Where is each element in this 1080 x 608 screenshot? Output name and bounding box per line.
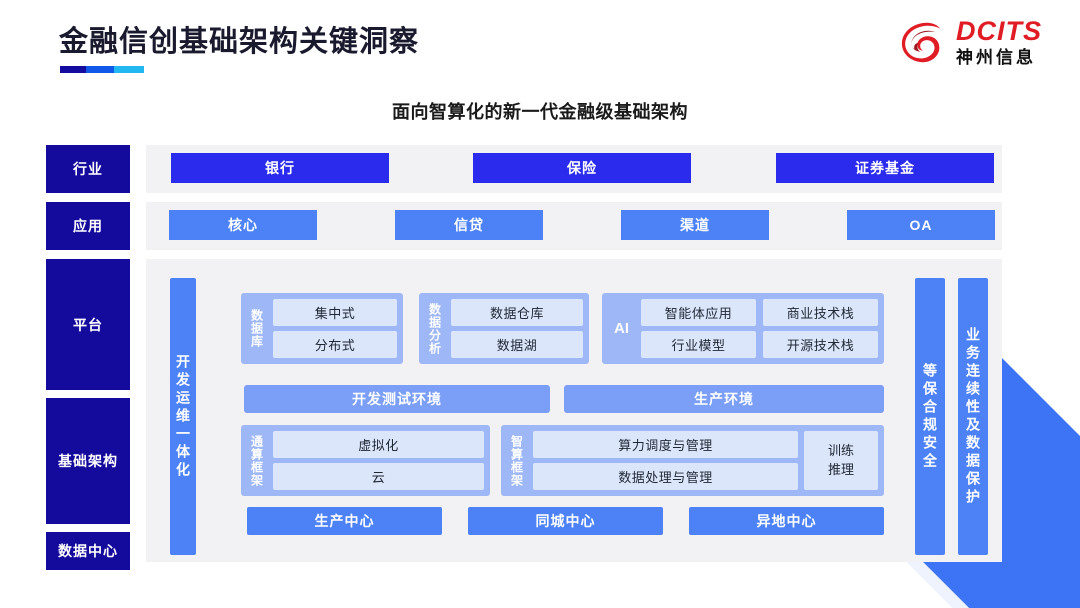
underline-segment-2	[86, 66, 114, 73]
brand-logo: DCITS 神州信息	[901, 18, 1042, 66]
group-general-compute-framework[interactable]: 通算框架 虚拟化 云	[241, 425, 490, 496]
underline-segment-1	[60, 66, 86, 73]
application-item-oa[interactable]: OA	[847, 210, 995, 240]
diagram-subtitle: 面向智算化的新一代金融级基础架构	[392, 102, 688, 122]
cell-opensource-tech-stack[interactable]: 开源技术栈	[763, 331, 878, 358]
cell-training-inference[interactable]: 训练 推理	[804, 431, 878, 490]
cell-distributed[interactable]: 分布式	[273, 331, 397, 358]
cell-industry-model[interactable]: 行业模型	[641, 331, 756, 358]
side-bar-compliance-security[interactable]: 等保合规安全	[915, 278, 945, 555]
side-bar-devops[interactable]: 开发运维一体化	[170, 278, 196, 555]
logo-text-cn: 神州信息	[956, 48, 1036, 67]
logo-text-en: DCITS	[956, 16, 1042, 46]
layer-label-industry: 行业	[46, 145, 130, 193]
group-data-analysis[interactable]: 数据分析 数据仓库 数据湖	[419, 293, 589, 364]
underline-segment-3	[114, 66, 144, 73]
datacenter-item-production[interactable]: 生产中心	[247, 507, 442, 535]
title-underline	[60, 66, 144, 73]
dcits-swirl-icon	[901, 19, 947, 65]
layer-label-infrastructure: 基础架构	[46, 398, 130, 524]
env-bar-dev-test[interactable]: 开发测试环境	[244, 385, 550, 413]
industry-item-bank[interactable]: 银行	[171, 153, 389, 183]
group-database[interactable]: 数据库 集中式 分布式	[241, 293, 403, 364]
datacenter-item-metro[interactable]: 同城中心	[468, 507, 663, 535]
group-label-data-analysis: 数据分析	[427, 302, 442, 355]
group-label-intelligent-compute-framework: 智算框架	[509, 434, 524, 487]
layer-label-application: 应用	[46, 202, 130, 250]
cell-commercial-tech-stack[interactable]: 商业技术栈	[763, 299, 878, 326]
env-bar-production[interactable]: 生产环境	[564, 385, 884, 413]
inference-label: 推理	[827, 461, 854, 477]
page-title: 金融信创基础架构关键洞察	[59, 26, 420, 58]
cell-cloud[interactable]: 云	[273, 463, 484, 490]
training-label: 训练	[827, 442, 854, 458]
layer-label-platform: 平台	[46, 259, 130, 390]
datacenter-item-remote[interactable]: 异地中心	[689, 507, 884, 535]
industry-item-securities-fund[interactable]: 证券基金	[776, 153, 994, 183]
industry-row-panel: 银行 保险 证券基金	[146, 145, 1002, 193]
application-item-core[interactable]: 核心	[169, 210, 317, 240]
group-ai[interactable]: AI 智能体应用 商业技术栈 行业模型 开源技术栈	[602, 293, 884, 364]
cell-virtualization[interactable]: 虚拟化	[273, 431, 484, 458]
group-label-ai: AI	[614, 320, 629, 337]
application-item-channel[interactable]: 渠道	[621, 210, 769, 240]
industry-item-insurance[interactable]: 保险	[473, 153, 691, 183]
group-label-database: 数据库	[249, 309, 264, 348]
side-bar-business-continuity[interactable]: 业务连续性及数据保护	[958, 278, 988, 555]
application-row-panel: 核心 信贷 渠道 OA	[146, 202, 1002, 250]
cell-centralized[interactable]: 集中式	[273, 299, 397, 326]
application-item-credit[interactable]: 信贷	[395, 210, 543, 240]
cell-compute-scheduling[interactable]: 算力调度与管理	[533, 431, 798, 458]
layer-label-datacenter: 数据中心	[46, 532, 130, 570]
group-intelligent-compute-framework[interactable]: 智算框架 算力调度与管理 数据处理与管理 训练 推理	[501, 425, 884, 496]
group-label-general-compute-framework: 通算框架	[249, 434, 264, 487]
cell-data-processing[interactable]: 数据处理与管理	[533, 463, 798, 490]
cell-agent-application[interactable]: 智能体应用	[641, 299, 756, 326]
cell-data-warehouse[interactable]: 数据仓库	[451, 299, 583, 326]
cell-data-lake[interactable]: 数据湖	[451, 331, 583, 358]
